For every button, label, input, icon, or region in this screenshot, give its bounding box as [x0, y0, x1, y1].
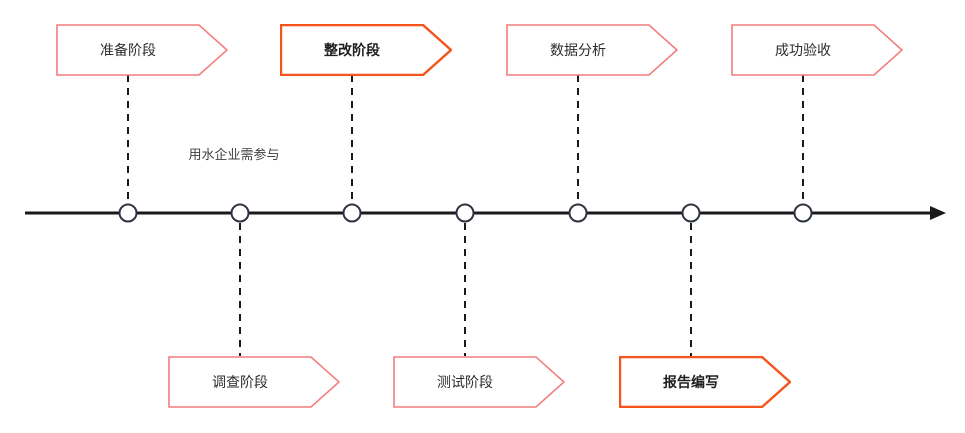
stage-label: 成功验收	[775, 42, 831, 58]
pentagon-outline	[168, 356, 340, 408]
pentagon-shape	[56, 24, 228, 76]
stage-label: 整改阶段	[324, 42, 380, 58]
pentagon-outline	[731, 24, 903, 76]
stage-rectification: 整改阶段	[280, 24, 452, 76]
pentagon-shape	[619, 356, 791, 408]
stage-acceptance: 成功验收	[731, 24, 903, 76]
stage-investigation: 调查阶段	[168, 356, 340, 408]
stage-label: 准备阶段	[100, 42, 156, 58]
pentagon-shape	[393, 356, 565, 408]
stage-label: 报告编写	[663, 374, 719, 390]
stage-label: 数据分析	[550, 42, 606, 58]
pentagon-outline	[619, 356, 791, 408]
pentagon-outline	[506, 24, 678, 76]
stage-label: 调查阶段	[212, 374, 268, 390]
timeline-node	[118, 203, 138, 223]
annotation-text: 用水企业需参与	[188, 147, 280, 162]
timeline-node	[342, 203, 362, 223]
timeline-node	[681, 203, 701, 223]
pentagon-outline	[280, 24, 452, 76]
timeline-node	[568, 203, 588, 223]
stage-data-analysis: 数据分析	[506, 24, 678, 76]
stage-report-writing: 报告编写	[619, 356, 791, 408]
timeline-node	[793, 203, 813, 223]
pentagon-outline	[393, 356, 565, 408]
pentagon-shape	[506, 24, 678, 76]
stage-preparation: 准备阶段	[56, 24, 228, 76]
pentagon-shape	[168, 356, 340, 408]
stage-testing: 测试阶段	[393, 356, 565, 408]
pentagon-shape	[280, 24, 452, 76]
pentagon-shape	[731, 24, 903, 76]
pentagon-outline	[56, 24, 228, 76]
timeline-arrowhead-icon	[930, 206, 946, 220]
stage-label: 测试阶段	[437, 374, 493, 390]
timeline-node	[455, 203, 475, 223]
timeline-node	[230, 203, 250, 223]
